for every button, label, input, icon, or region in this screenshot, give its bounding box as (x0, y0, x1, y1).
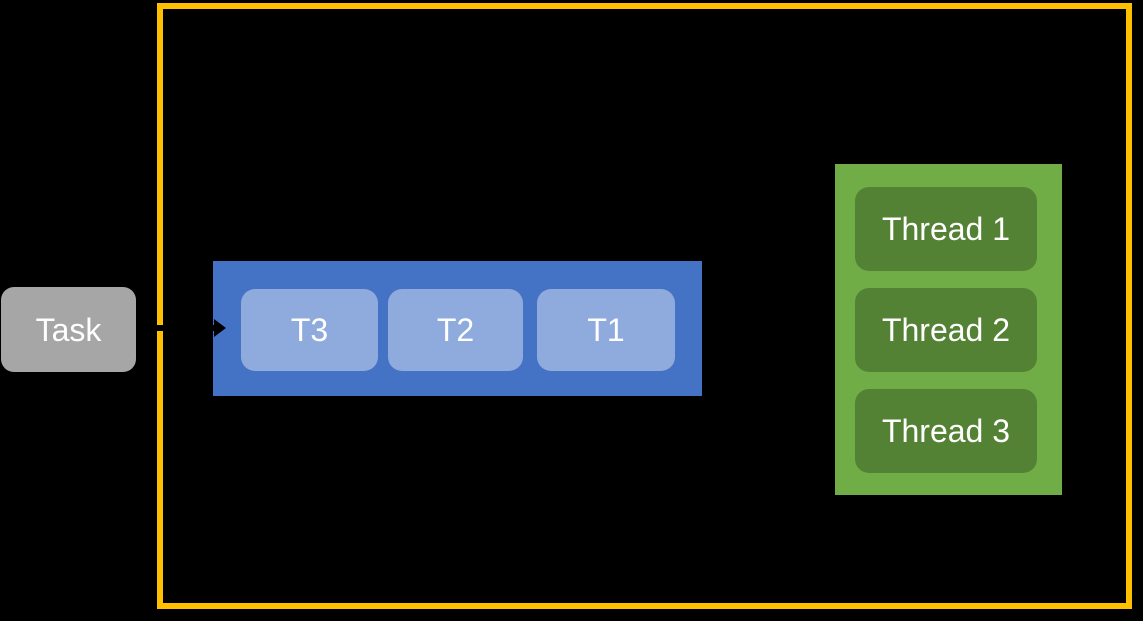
thread-pool-item: Thread 2 (855, 288, 1037, 372)
arrowhead-icon (823, 321, 835, 339)
connector-task-to-queue (136, 319, 226, 337)
queue-item-label: T2 (436, 312, 475, 348)
queue-item: T1 (537, 289, 675, 371)
thread-pool-item: Thread 1 (855, 187, 1037, 271)
queue-item-label: T3 (290, 312, 329, 348)
thread-label: Thread 1 (881, 211, 1011, 247)
queue-item: T3 (241, 289, 378, 371)
task-queue: T3 T2 T1 (213, 261, 702, 396)
thread-pool-item: Thread 3 (855, 389, 1037, 473)
arrowhead-icon (214, 319, 226, 337)
queue-item: T2 (388, 289, 523, 371)
task-box: Task (1, 287, 136, 372)
connector-queue-to-pool (702, 321, 835, 339)
thread-pool: Thread 1 Thread 2 Thread 3 (835, 164, 1062, 495)
thread-label: Thread 2 (881, 312, 1011, 348)
process-boundary (157, 3, 1132, 609)
task-label: Task (35, 311, 102, 348)
thread-label: Thread 3 (881, 413, 1011, 449)
queue-item-label: T1 (587, 312, 625, 348)
